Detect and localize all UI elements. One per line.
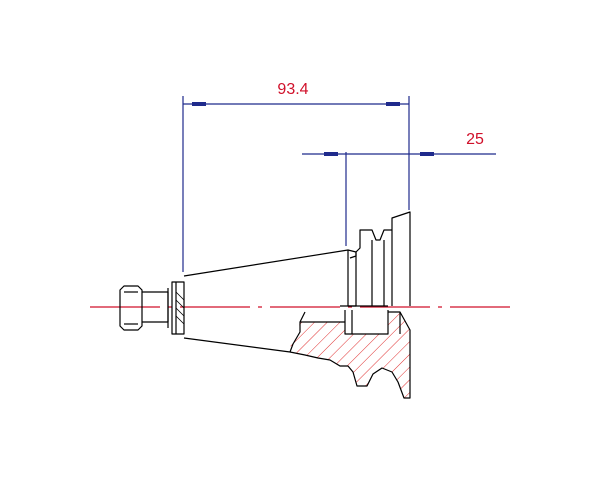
arrow-flange-right: [420, 152, 434, 156]
dimension-label-flange: 25: [466, 131, 484, 148]
arrow-flange-left: [324, 152, 338, 156]
part-outline: [119, 211, 411, 399]
section-hatch: [290, 312, 410, 398]
arrow-right: [386, 102, 400, 106]
end-knob: [119, 285, 143, 331]
bore: [300, 305, 389, 335]
nut: [171, 281, 185, 335]
dimension-label-overall: 93.4: [277, 81, 308, 98]
dimension-lines: [182, 96, 496, 272]
lower-contour: [289, 311, 411, 399]
arrow-left: [192, 102, 206, 106]
break-line: [289, 311, 306, 353]
flange: [347, 211, 411, 307]
